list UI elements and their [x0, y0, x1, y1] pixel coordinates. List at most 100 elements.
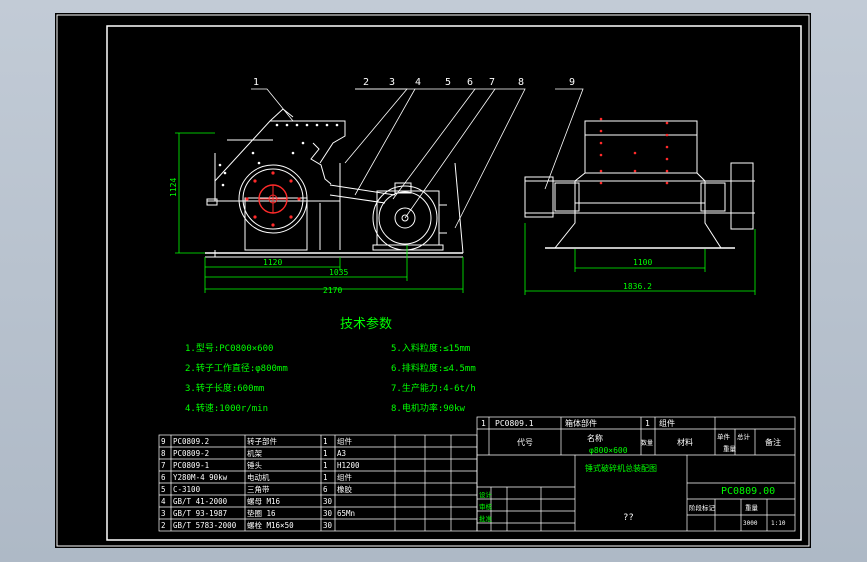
- bom-cell: 1: [323, 461, 328, 470]
- header-name: 箱体部件: [565, 418, 597, 428]
- tb-stage: 阶段标记: [689, 503, 716, 512]
- front-dimensions: [175, 132, 464, 293]
- balloon-7[interactable]: 7: [489, 77, 495, 88]
- bom-cell: 4: [161, 497, 166, 506]
- bom-cell: 6: [161, 473, 166, 482]
- bolt-dots: [245, 171, 301, 227]
- bom-cell: 6: [323, 485, 328, 494]
- belt-lower: [329, 194, 386, 204]
- header-mat: 组件: [659, 418, 675, 428]
- bom-cell: 7: [161, 461, 166, 470]
- balloon-5[interactable]: 5: [445, 77, 451, 88]
- tb-approve: 批准: [479, 514, 493, 523]
- dim-1836: 1836.2: [623, 282, 652, 291]
- header-qty: 1: [645, 419, 650, 428]
- dim-1100: 1100: [633, 258, 652, 267]
- drawing-code: PC0809.00: [721, 486, 775, 497]
- header-h-total: 总计: [737, 432, 751, 441]
- tb-weight-value: 3000: [743, 520, 758, 527]
- balloon-3[interactable]: 3: [389, 77, 395, 88]
- bom-cell: PC0809-1: [173, 461, 209, 470]
- tech-param-1: 1.型号:PC0800×600: [185, 343, 273, 354]
- tb-design: 设计: [479, 490, 493, 499]
- dim-1035: 1035: [329, 268, 348, 277]
- bom-cell: 1: [323, 449, 328, 458]
- bom-cell: 65Mn: [337, 509, 355, 518]
- bom-cell: GB/T 93-1987: [173, 509, 227, 518]
- tb-check: 审核: [479, 502, 493, 511]
- bom-cell: 9: [161, 437, 166, 446]
- bom-cell: GB/T 5783-2000: [173, 521, 237, 530]
- drawing-placeholder: ??: [623, 513, 634, 523]
- header-h-mat: 材料: [677, 437, 693, 447]
- rotor-outer: [238, 164, 308, 234]
- bom-cell: 电动机: [247, 472, 270, 482]
- bom-cell: 转子部件: [247, 436, 277, 446]
- bom-cell: PC0809.2: [173, 437, 209, 446]
- header-h-weight: 重量: [723, 445, 737, 453]
- tech-params: 技术参数 1.型号:PC0800×600 2.转子工作直径:φ800mm 3.转…: [185, 316, 476, 414]
- side-bolts: [599, 117, 669, 185]
- balloon-4[interactable]: 4: [415, 77, 421, 88]
- bom-cell: 1: [323, 473, 328, 482]
- tech-param-8: 8.电机功率:90kw: [391, 402, 466, 414]
- dim-1120: 1120: [263, 258, 282, 267]
- side-flywheel: [730, 162, 754, 230]
- balloon-2[interactable]: 2: [363, 77, 369, 88]
- bom-grid: [158, 434, 478, 532]
- casing-bolts: [218, 123, 339, 187]
- bom-cell: 机架: [247, 448, 262, 458]
- header-num: 1: [481, 419, 486, 428]
- drawing-sheet[interactable]: 1 2 3 4 5 6 7 8 9: [55, 13, 811, 548]
- bom-cell: 3: [161, 509, 166, 518]
- header-h-spec: φ800×600: [589, 446, 628, 455]
- bom-cell: H1200: [337, 461, 360, 470]
- header-h-unit: 单件: [717, 432, 731, 441]
- bom-cell: A3: [337, 449, 346, 458]
- side-dimensions: [524, 223, 756, 295]
- bom-cell: 8: [161, 449, 166, 458]
- bom-cell: 30: [323, 509, 333, 518]
- dim-height: 1124: [169, 178, 178, 197]
- bom-cell: 锤头: [247, 460, 262, 470]
- bom-cell: 1: [323, 437, 328, 446]
- balloon-6[interactable]: 6: [467, 77, 473, 88]
- side-pulley-left: [524, 176, 554, 218]
- inner-frame: [106, 25, 802, 541]
- bom-cell: 2: [161, 521, 166, 530]
- balloon-9[interactable]: 9: [569, 77, 575, 88]
- header-h-note: 备注: [765, 437, 781, 447]
- tech-param-3: 3.转子长度:600mm: [185, 382, 264, 394]
- side-view: [524, 120, 755, 249]
- bom-cell: 螺母 M16: [247, 496, 281, 506]
- bom-cell: 30: [323, 497, 333, 506]
- balloon-labels: 1 2 3 4 5 6 7 8 9: [253, 77, 575, 88]
- lower-casing: [244, 197, 308, 251]
- bom-cell: 三角带: [247, 484, 270, 494]
- tech-param-6: 6.排料粒度:≤4.5mm: [391, 362, 476, 374]
- header-row: 1 PC0809.1 箱体部件 1 组件 代号 名称 φ800×600 数量 材…: [481, 418, 781, 455]
- bom-cell: PC0809-2: [173, 449, 209, 458]
- bom-cell: 螺栓 M16×50: [247, 520, 294, 530]
- front-dim-text: 1124 1120 1035 2170: [169, 178, 348, 295]
- drawing-title: 锤式破碎机总装配图: [585, 463, 657, 473]
- hopper-lip: [269, 108, 294, 122]
- tech-param-5: 5.入料粒度:≤15mm: [391, 342, 470, 354]
- leader-lines: [251, 88, 584, 229]
- side-dim-text: 1100 1836.2: [623, 258, 652, 291]
- header-h-name: 名称: [587, 433, 603, 443]
- header-code: PC0809.1: [495, 419, 534, 428]
- bom-cell: 组件: [337, 436, 352, 446]
- bom-cell: C-3100: [173, 485, 201, 494]
- upper-casing: [214, 120, 346, 183]
- bom-cell: 30: [323, 521, 333, 530]
- front-view: [205, 108, 464, 258]
- header-h-qty: 数量: [641, 439, 653, 447]
- balloon-8[interactable]: 8: [518, 77, 524, 88]
- bom-cell: 5: [161, 485, 166, 494]
- balloon-1[interactable]: 1: [253, 77, 259, 88]
- title-block: 锤式破碎机总装配图 PC0809.00 ?? 设计 审核 批准 阶段标记 重量 …: [479, 463, 786, 527]
- side-housing: [584, 120, 698, 174]
